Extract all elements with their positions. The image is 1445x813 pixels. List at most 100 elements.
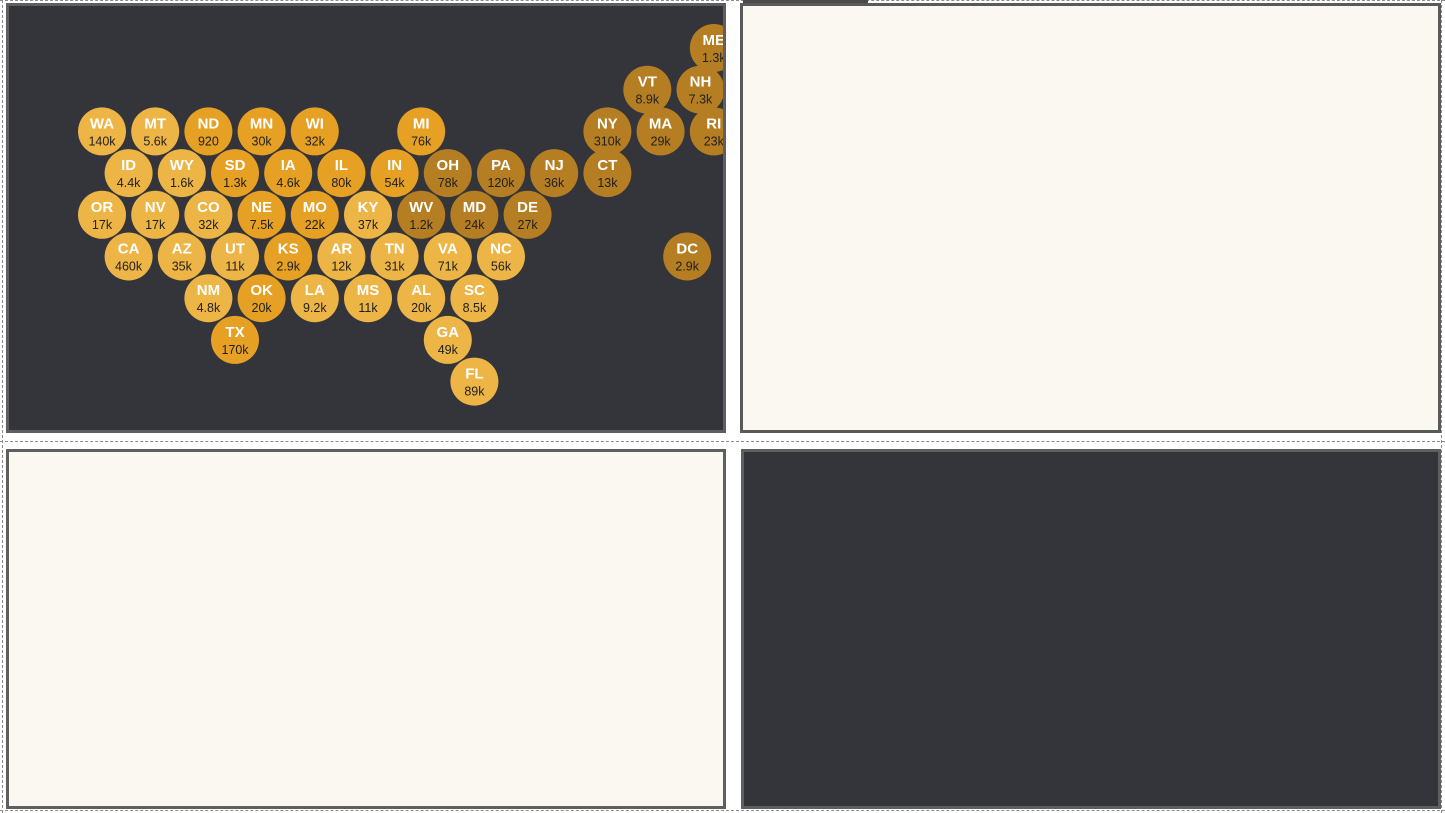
state-circle (131, 190, 180, 239)
state-tile-la[interactable]: LA9.2k (290, 274, 339, 323)
state-tile-sc[interactable]: SC8.5k (450, 274, 499, 323)
state-value-label: 920 (198, 134, 219, 148)
state-value-label: 36k (544, 176, 565, 190)
state-value-label: 35k (172, 260, 193, 274)
state-circle (290, 107, 339, 156)
tile-map-panel-purple[interactable]: ME1.3kVT8.9kNH7.3kWA140kMT5.6kND920MN30k… (6, 449, 726, 809)
state-value-label: 37k (358, 218, 379, 232)
state-tile-vt[interactable]: VT8.9k (623, 65, 672, 114)
state-circle (104, 232, 153, 281)
state-value-label: 1.3k (223, 176, 247, 190)
state-value-label: 310k (594, 134, 622, 148)
state-value-label: 32k (198, 218, 219, 232)
tile-map-panel-blue-green[interactable]: ME1.3kVT8.9kNH7.3kWA140kMT5.6kND920MN30k… (740, 3, 1441, 433)
state-tile-nm[interactable]: NM4.8k (184, 274, 233, 323)
state-tile-nh[interactable]: NH7.3k (676, 65, 725, 114)
state-abbr-label: OK (250, 282, 273, 299)
state-tile-nj[interactable]: NJ 36k (530, 149, 579, 198)
state-abbr-label: AR (331, 241, 353, 258)
state-value-label: 9.2k (303, 301, 327, 315)
state-tile-ne[interactable]: NE7.5k (237, 190, 286, 239)
state-tile-mt[interactable]: MT5.6k (131, 107, 180, 156)
state-tile-ks[interactable]: KS2.9k (264, 232, 313, 281)
state-tile-ia[interactable]: IA4.6k (264, 149, 313, 198)
state-tile-me[interactable]: ME1.3k (689, 24, 726, 72)
state-tile-dc[interactable]: DC2.9k (663, 232, 712, 281)
divider-middle (0, 441, 1445, 442)
state-circle (397, 190, 446, 239)
state-circle (503, 190, 552, 239)
tile-map-panel-blue[interactable]: ME1.3kVT8.9kNH7.3kWA140kMT5.6kND920MN30k… (741, 449, 1441, 809)
state-circle (157, 149, 206, 198)
state-abbr-label: AL (411, 282, 431, 299)
state-tile-fl[interactable]: FL 89k (450, 357, 499, 406)
state-value-label: 7.3k (689, 93, 713, 107)
state-value-label: 89k (464, 385, 485, 399)
state-abbr-label: NJ (545, 157, 564, 174)
state-tile-az[interactable]: AZ 35k (157, 232, 206, 281)
state-abbr-label: MT (144, 115, 166, 132)
state-circle (211, 149, 259, 198)
state-circle (689, 107, 723, 156)
state-circle (689, 24, 723, 72)
state-abbr-label: IN (387, 157, 402, 174)
state-tile-sd[interactable]: SD1.3k (211, 149, 259, 198)
state-abbr-label: IA (281, 157, 296, 174)
state-circle (397, 274, 446, 323)
state-circle (423, 315, 472, 364)
state-circle (104, 149, 153, 198)
state-value-label: 1.3k (702, 51, 726, 65)
state-abbr-label: AZ (172, 241, 192, 258)
state-value-label: 1.6k (170, 176, 194, 190)
state-tile-wy[interactable]: WY1.6k (157, 149, 206, 198)
state-abbr-label: FL (465, 366, 483, 383)
divider-top (0, 0, 1445, 1)
state-abbr-label: MA (649, 115, 672, 132)
state-value-label: 460k (115, 260, 143, 274)
state-abbr-label: WV (409, 199, 433, 216)
state-circle (423, 232, 472, 281)
state-tile-id[interactable]: ID4.4k (104, 149, 153, 198)
state-circle (477, 232, 525, 281)
state-circle (264, 232, 313, 281)
state-tile-wv[interactable]: WV 1.2k (397, 190, 446, 239)
tile-map-blue: ME1.3kVT8.9kNH7.3kWA140kMT5.6kND920MN30k… (744, 452, 1441, 809)
state-abbr-label: NE (251, 199, 272, 216)
state-abbr-label: WA (90, 115, 114, 132)
state-abbr-label: MO (303, 199, 327, 216)
state-circle (370, 149, 419, 198)
state-value-label: 1.2k (409, 218, 433, 232)
